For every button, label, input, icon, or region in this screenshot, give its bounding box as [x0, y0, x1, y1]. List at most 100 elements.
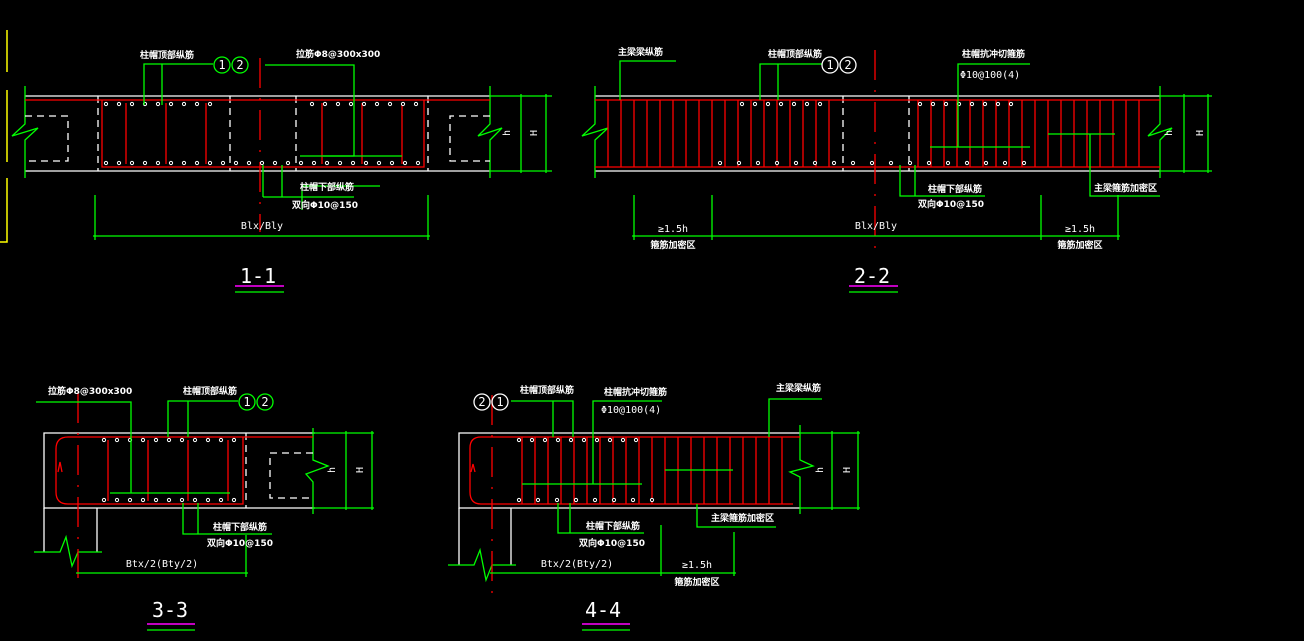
right-dense-length: ≥1.5h	[1065, 224, 1095, 235]
section-1-1: 1 2 h H Blx/Bly 柱帽顶部纵筋 拉筋Φ8@300x300 柱帽下部…	[11, 48, 552, 293]
rebar-dot	[233, 160, 239, 166]
break-line-left	[11, 86, 39, 178]
rebar-dot	[309, 101, 315, 107]
left-dense-label: 箍筋加密区	[649, 239, 695, 251]
tie-bars	[107, 440, 229, 501]
rebar-dot	[259, 160, 265, 166]
break-line-left	[581, 86, 609, 178]
label-main-beam-dense-zone: 主梁箍筋加密区	[1094, 182, 1157, 194]
stirrups	[521, 437, 783, 504]
rebar-dot	[717, 160, 723, 166]
label-punching-stirrup-spec: Φ10@100(4)	[601, 405, 661, 416]
drawing-border	[0, 30, 8, 243]
rebar-dot	[917, 101, 923, 107]
rebar-dot	[778, 101, 784, 107]
leader-tie-bar	[36, 401, 132, 493]
rebar-dot	[192, 437, 198, 443]
rebar-dot	[142, 160, 148, 166]
rebar-dot	[1002, 160, 1008, 166]
rebar-dot	[153, 497, 159, 503]
cap-rebar	[469, 436, 800, 505]
callout-circle-2	[839, 56, 857, 74]
rebar-dot	[869, 160, 875, 166]
label-bottom-rebar-spec: 双向Φ10@150	[207, 537, 273, 549]
rebar-dot	[817, 101, 823, 107]
rebar-dot	[592, 497, 598, 503]
callout-circle-2	[256, 393, 274, 411]
callout-circle-2	[473, 393, 491, 411]
rebar-hook	[470, 463, 476, 473]
rebar-dot	[207, 160, 213, 166]
rebar-dot	[765, 101, 771, 107]
label-top-rebar: 柱帽顶部纵筋	[520, 384, 574, 396]
callout-2-text: 2	[844, 58, 851, 72]
callout-1-text: 1	[496, 395, 503, 409]
rebar-dot	[361, 101, 367, 107]
label-bottom-rebar: 柱帽下部纵筋	[586, 520, 640, 532]
rebar-dots	[516, 437, 655, 503]
dim-h-label: h	[502, 130, 513, 136]
dim-H-label: H	[529, 130, 540, 136]
beam-outline-right	[269, 452, 313, 499]
rebar-dot	[101, 437, 107, 443]
left-dense-length: ≥1.5h	[658, 224, 688, 235]
rebar-dot	[793, 160, 799, 166]
label-tie-bar: 拉筋Φ8@300x300	[48, 385, 132, 397]
label-tie-bar: 拉筋Φ8@300x300	[296, 48, 380, 60]
leader-main-beam-rebar	[619, 60, 676, 100]
callout-1-text: 1	[826, 58, 833, 72]
dim-h-label: h	[1164, 130, 1175, 136]
rebar-dots	[101, 437, 237, 503]
rebar-dot	[322, 101, 328, 107]
rebar-dot	[181, 101, 187, 107]
leader-main-beam-rebar	[768, 398, 822, 437]
section-title: 3-3	[152, 598, 188, 622]
rebar-dot	[607, 437, 613, 443]
rebar-hook	[57, 461, 63, 473]
dim-h-label: h	[815, 467, 826, 473]
rebar-dot	[140, 497, 146, 503]
rebar-dot	[272, 160, 278, 166]
rebar-dot	[402, 160, 408, 166]
rebar-dot	[630, 497, 636, 503]
slab-outline	[458, 432, 800, 509]
rebar-dot	[114, 497, 120, 503]
rebar-dot	[350, 160, 356, 166]
leader-top-rebar	[511, 400, 574, 437]
rebar-dot	[581, 437, 587, 443]
rebar-dot	[363, 160, 369, 166]
leader-dense-zone	[1089, 134, 1160, 197]
rebar-dot	[337, 160, 343, 166]
label-main-beam-rebar: 主梁梁纵筋	[776, 382, 821, 394]
break-line-right	[1147, 86, 1173, 178]
section-4-4: 2 1 h H Btx/2(Bty/2) ≥1.5h 箍筋加密区 柱帽顶部纵筋 …	[448, 382, 860, 631]
label-top-rebar: 柱帽顶部纵筋	[768, 48, 822, 60]
label-bottom-rebar-spec: 双向Φ10@150	[918, 198, 984, 210]
rebar-dot	[231, 497, 237, 503]
rebar-dot	[335, 101, 341, 107]
cap-rebar	[55, 436, 313, 505]
cap-bottom-rebar	[101, 100, 425, 168]
rebar-dot	[969, 101, 975, 107]
break-line-column	[34, 534, 102, 569]
rebar-dot	[739, 101, 745, 107]
rebar-dot	[246, 160, 252, 166]
rebar-dot	[220, 160, 226, 166]
rebar-dot	[413, 101, 419, 107]
span-label: Btx/2(Bty/2)	[126, 559, 198, 570]
rebar-dot	[155, 160, 161, 166]
rebar-dot	[736, 160, 742, 166]
label-bottom-rebar-spec: 双向Φ10@150	[579, 537, 645, 549]
rebar-dot	[374, 101, 380, 107]
section-2-2: 1 2 h H Blx/Bly ≥1.5h 箍筋加密区 ≥1.5h 箍筋加密区 …	[581, 46, 1212, 293]
rebar-dot	[555, 437, 561, 443]
callout-1-text: 1	[243, 395, 250, 409]
rebar-dot	[194, 101, 200, 107]
label-main-beam-rebar: 主梁梁纵筋	[618, 46, 663, 58]
label-top-rebar: 柱帽顶部纵筋	[183, 385, 237, 397]
rebar-dot	[168, 160, 174, 166]
rebar-dot	[554, 497, 560, 503]
rebar-dot	[179, 497, 185, 503]
rebar-dot	[166, 497, 172, 503]
rebar-dot	[945, 160, 951, 166]
